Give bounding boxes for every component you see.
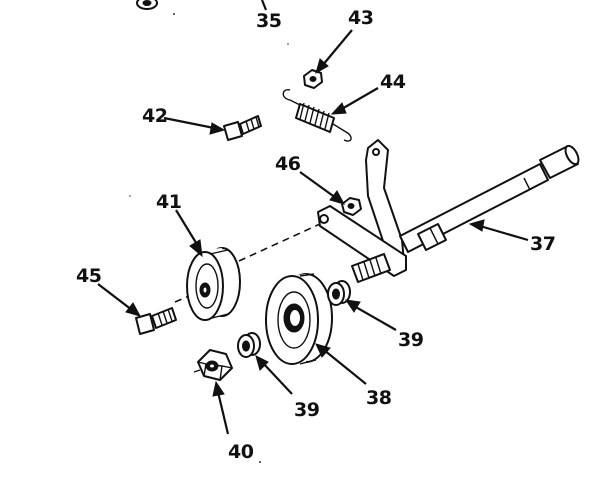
part-45-bolt xyxy=(135,307,177,335)
part-40-hex-nut xyxy=(193,349,233,381)
callout-45-label: 45 xyxy=(76,265,101,287)
part-46-nut xyxy=(341,197,362,216)
part-44-spring xyxy=(282,89,352,142)
part-39-spacer-lower xyxy=(237,332,261,358)
part-39-spacer-upper xyxy=(327,280,351,306)
callout-39-upper: 39 xyxy=(344,299,424,351)
callout-40-label: 40 xyxy=(228,441,254,463)
partial-nut-top xyxy=(136,0,158,10)
scan-specks xyxy=(129,13,289,463)
callout-35: 35 xyxy=(256,0,282,32)
callout-46: 46 xyxy=(275,153,346,205)
callout-37: 37 xyxy=(468,219,556,255)
part-37-shaft xyxy=(399,144,580,253)
callout-43-label: 43 xyxy=(348,7,373,29)
callout-35-label: 35 xyxy=(256,10,281,32)
assembly-axis-line xyxy=(227,223,321,267)
callout-46-label: 46 xyxy=(275,153,301,175)
callout-42-label: 42 xyxy=(142,105,167,127)
part-43-nut xyxy=(303,69,323,89)
callout-44: 44 xyxy=(330,71,406,115)
callout-40: 40 xyxy=(212,380,254,463)
idler-bracket xyxy=(317,139,407,283)
callout-43: 43 xyxy=(315,7,374,75)
callout-37-label: 37 xyxy=(530,233,555,255)
callout-38-label: 38 xyxy=(366,387,392,409)
part-38-drive-pulley xyxy=(265,273,333,365)
callout-41: 41 xyxy=(156,191,203,258)
callout-39-lower-label: 39 xyxy=(294,399,319,421)
callout-38: 38 xyxy=(315,343,392,409)
callout-39-upper-label: 39 xyxy=(398,329,423,351)
part-41-idler-pulley xyxy=(186,247,241,321)
part-42-bolt xyxy=(223,115,262,141)
callout-42: 42 xyxy=(142,105,226,135)
callout-44-label: 44 xyxy=(380,71,406,93)
callout-41-label: 41 xyxy=(156,191,181,213)
callout-45: 45 xyxy=(76,265,142,317)
assembly-axis-line-2 xyxy=(174,291,199,303)
callout-39-lower: 39 xyxy=(255,355,320,421)
